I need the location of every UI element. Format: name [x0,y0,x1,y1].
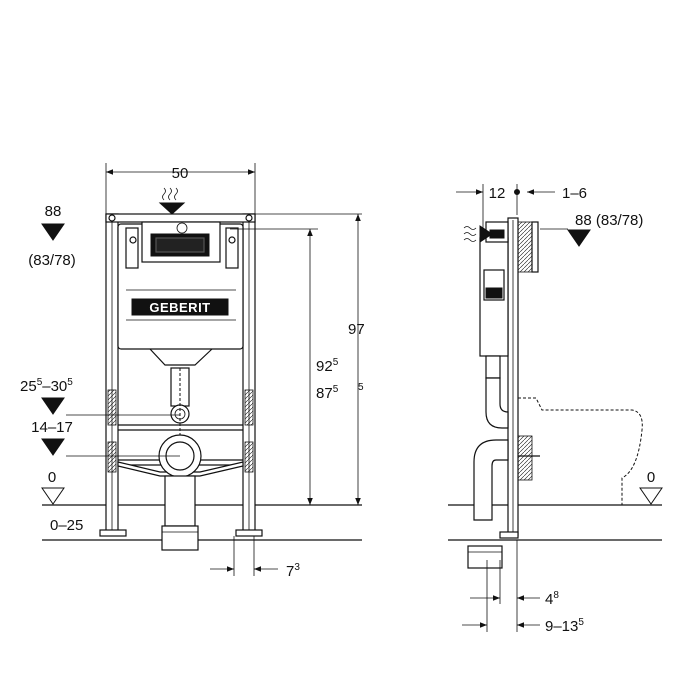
toilet-bowl-outline [518,397,643,505]
side-frame [467,217,540,569]
width-label: 50 [172,165,189,182]
front-view: 50 [20,163,365,580]
side-water-inlet-icon [463,225,493,243]
height-total-sup: 5 [358,382,364,393]
depth-frame-label: 12 [489,185,506,202]
level-pipe-lower-label: 14–17 [31,419,73,436]
level-top-label: 88 [45,203,62,220]
level-top-alt-label: (83/78) [28,252,76,269]
brand-logo: GEBERIT [149,300,210,315]
level-pipe-upper-label: 255–305 [20,377,73,395]
width-dimension: 50 [105,163,256,215]
level-top-marker: 88 (83/78) [28,203,76,269]
floor-range-label: 0–25 [50,517,83,534]
height-total-label: 97 [348,321,365,338]
floor-zero-marker: 0 0–25 [41,469,83,534]
height-dimensions: 97 5 925 875 [307,214,365,505]
side-level-top-marker: 88 (83/78) [540,212,643,247]
side-view: 12 1–6 [448,184,663,635]
side-offset-dimensions: 48 9–135 [462,540,584,635]
cistern: GEBERIT [117,221,244,366]
waste-connection [117,434,244,551]
water-inlet-icon [158,187,186,215]
height-top-label: 925 [316,357,339,375]
offset-a-label: 48 [545,590,559,608]
offset-b-label: 9–135 [545,617,584,635]
side-depth-dimension: 12 1–6 [456,184,587,230]
floor-zero-label: 0 [48,469,56,486]
side-level-top-label: 88 (83/78) [575,212,643,229]
level-pipe-lower-marker: 14–17 [31,419,73,456]
side-floor-zero-label: 0 [647,469,655,486]
depth-plate-label: 1–6 [562,185,587,202]
level-pipe-upper-marker: 255–305 [20,377,73,415]
frame [99,213,263,537]
pipe-offset-dimension: 73 [210,536,300,580]
side-floor-zero-marker: 0 [639,469,663,505]
height-mid-label: 875 [316,384,339,402]
pipe-offset-label: 73 [286,562,300,580]
